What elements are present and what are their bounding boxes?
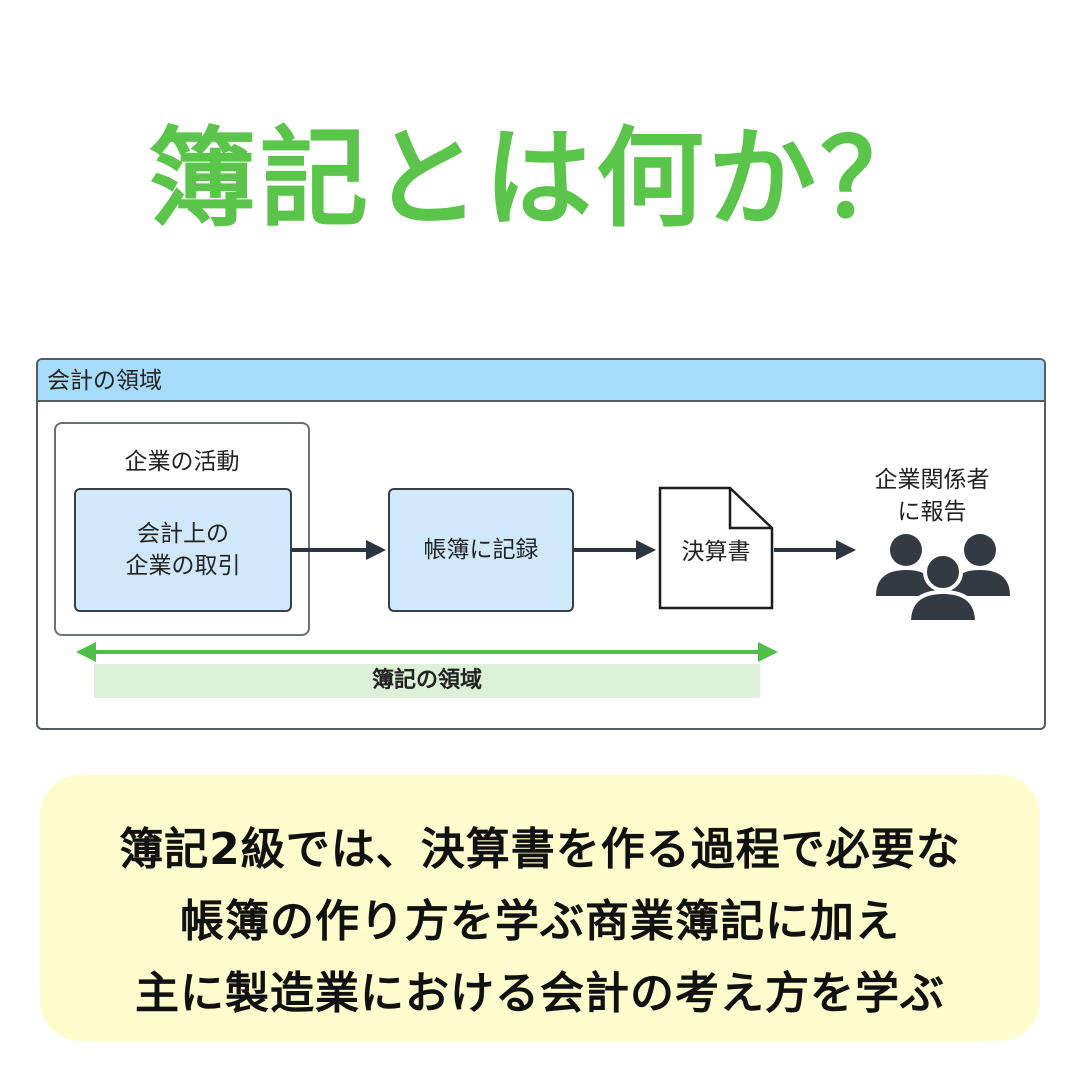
flow-arrow-2 (574, 540, 656, 560)
document-icon (658, 486, 774, 610)
summary-line-3: 主に製造業における会計の考え方を学ぶ (135, 968, 945, 1019)
transaction-box: 会計上の 企業の取引 (74, 488, 292, 612)
accounting-domain-label: 会計の領域 (38, 360, 1044, 402)
summary-line-1: 簿記2級では、決算書を作る過程で必要な (119, 824, 961, 875)
summary-note: 簿記2級では、決算書を作る過程で必要な 帳簿の作り方を学ぶ商業簿記に加え 主に製… (40, 775, 1040, 1041)
stakeholders-label-line-2: に報告 (897, 499, 967, 525)
business-activity-label: 企業の活動 (124, 449, 240, 475)
statement-label: 決算書 (681, 539, 751, 565)
page-title: 簿記とは何か？ (147, 117, 932, 242)
people-group-icon (876, 534, 1010, 624)
transaction-label-line-1: 会計上の (137, 521, 229, 547)
record-box: 帳簿に記録 (388, 488, 574, 612)
flow-arrow-1 (292, 540, 386, 560)
summary-line-2: 帳簿の作り方を学ぶ商業簿記に加え (180, 896, 900, 947)
stakeholders-label-line-1: 企業関係者 (874, 467, 990, 493)
transaction-label-line-2: 企業の取引 (125, 553, 241, 579)
scope-double-arrow (76, 642, 778, 662)
record-label: 帳簿に記録 (423, 537, 539, 563)
bookkeeping-scope-label: 簿記の領域 (371, 668, 482, 693)
stakeholders-label: 企業関係者 に報告 (852, 464, 1012, 528)
flow-arrow-3 (774, 540, 856, 560)
bookkeeping-scope-band (94, 664, 760, 698)
